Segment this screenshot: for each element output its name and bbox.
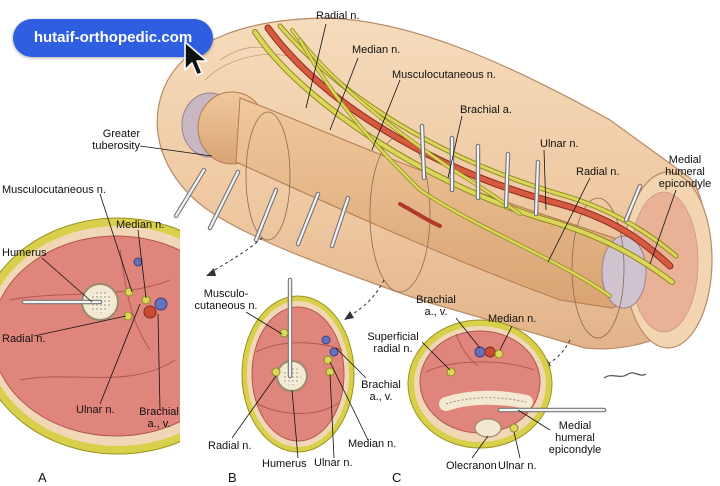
- panel-letter-a: A: [38, 470, 47, 485]
- label-a-brachial-vessels: Brachial a., v.: [139, 406, 179, 430]
- panel-letter-b: B: [228, 470, 237, 485]
- label-c-ulnar-nerve: Ulnar n.: [498, 460, 537, 472]
- label-brachial-artery-top: Brachial a.: [460, 104, 512, 116]
- label-greater-tuberosity: Greater tuberosity: [92, 128, 140, 152]
- label-median-nerve-top: Median n.: [352, 44, 401, 56]
- label-radial-nerve-top: Radial n.: [316, 10, 360, 22]
- label-medial-epicondyle-top: Medial humeral epicondyle: [658, 154, 712, 190]
- label-ulnar-nerve-top: Ulnar n.: [540, 138, 579, 150]
- label-musculocutaneous-nerve-top: Musculocutaneous n.: [392, 69, 496, 81]
- label-c-superficial-radial-nerve: Superficial radial n.: [367, 331, 419, 355]
- mouse-cursor-icon: [184, 41, 208, 76]
- artist-signature: [603, 372, 647, 379]
- label-a-ulnar-nerve: Ulnar n.: [76, 404, 115, 416]
- label-c-medial-epicondyle: Medial humeral epicondyle: [548, 420, 602, 456]
- label-b-ulnar-nerve: Ulnar n.: [314, 457, 353, 469]
- section-b: [241, 295, 355, 453]
- humerus-bone: [181, 91, 647, 309]
- section-c: [407, 319, 553, 449]
- label-b-median-nerve: Median n.: [348, 438, 397, 450]
- label-c-brachial-vessels: Brachial a., v.: [416, 294, 456, 318]
- nerve-bundle: [252, 23, 679, 298]
- label-a-median-nerve: Median n.: [116, 219, 165, 231]
- label-a-musculocutaneous-nerve: Musculocutaneous n.: [2, 184, 106, 196]
- watermark-link[interactable]: hutaif-orthopedic.com: [13, 19, 213, 57]
- leader-lines: [33, 23, 677, 459]
- section-a: [0, 217, 180, 455]
- label-a-humerus: Humerus: [2, 247, 47, 259]
- label-b-humerus: Humerus: [262, 458, 307, 470]
- label-b-musculocutaneous-nerve: Musculo- cutaneous n.: [194, 288, 258, 312]
- label-c-olecranon: Olecranon: [446, 460, 497, 472]
- label-b-radial-nerve: Radial n.: [208, 440, 252, 452]
- label-b-brachial-vessels: Brachial a., v.: [361, 379, 401, 403]
- label-radial-nerve-right: Radial n.: [576, 166, 620, 178]
- label-c-median-nerve: Median n.: [488, 313, 537, 325]
- panel-letter-c: C: [392, 470, 402, 485]
- label-a-radial-nerve: Radial n.: [2, 333, 46, 345]
- needles-inner: [174, 124, 642, 248]
